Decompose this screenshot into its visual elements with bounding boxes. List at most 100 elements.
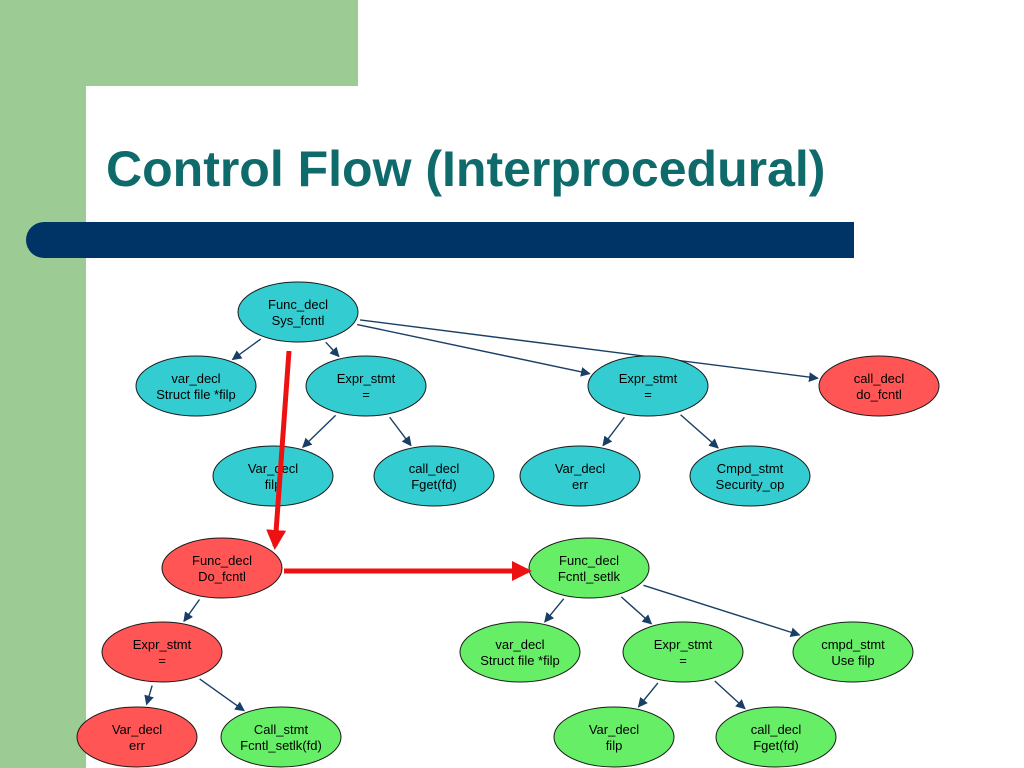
node-label-line1: var_decl [171, 371, 220, 386]
node-label-line1: Cmpd_stmt [717, 461, 784, 476]
node-ellipse [792, 621, 914, 683]
edge-n11-n14 [620, 596, 653, 625]
node-label-line1: Expr_stmt [337, 371, 396, 386]
edge-n10-n12 [183, 599, 201, 623]
node-label-line2: Struct file *filp [480, 653, 559, 668]
edge-n1-n5 [360, 319, 819, 382]
node-label-line2: filp [606, 738, 623, 753]
node-label-line1: cmpd_stmt [821, 637, 885, 652]
edge-n4-n8 [602, 416, 625, 447]
node-ellipse [373, 445, 495, 507]
node-n4: Expr_stmt= [587, 355, 709, 417]
node-label-line2: Fget(fd) [753, 738, 799, 753]
node-ellipse [135, 355, 257, 417]
node-label-line2: Do_fcntl [198, 569, 246, 584]
edge-n3-n6 [301, 414, 337, 448]
slide-title: Control Flow (Interprocedural) [106, 141, 826, 197]
node-label-line2: Use filp [831, 653, 874, 668]
node-label-line1: Func_decl [559, 553, 619, 568]
node-label-line1: Expr_stmt [619, 371, 678, 386]
node-label-line1: Var_decl [555, 461, 605, 476]
edge-n11-n15 [643, 584, 801, 637]
node-ellipse [553, 706, 675, 768]
node-label-line1: Var_decl [248, 461, 298, 476]
node-label-line2: Struct file *filp [156, 387, 235, 402]
node-label-line1: Call_stmt [254, 722, 309, 737]
node-label-line2: Sys_fcntl [272, 313, 325, 328]
node-label-line2: = [644, 387, 652, 402]
left-accent-bar [0, 0, 86, 768]
node-ellipse [237, 281, 359, 343]
node-label-line1: Expr_stmt [133, 637, 192, 652]
node-ellipse [101, 621, 223, 683]
node-label-line2: = [158, 653, 166, 668]
edge-n12-n17 [199, 678, 245, 712]
node-label-line1: Func_decl [192, 553, 252, 568]
edge-n14-n18 [637, 682, 659, 708]
flow-arrow-n1-n10 [266, 350, 292, 550]
node-ellipse [622, 621, 744, 683]
node-label-line1: Var_decl [112, 722, 162, 737]
node-ellipse [528, 537, 650, 599]
node-ellipse [459, 621, 581, 683]
node-label-line1: var_decl [495, 637, 544, 652]
node-ellipse [519, 445, 641, 507]
node-ellipse [587, 355, 709, 417]
node-ellipse [220, 706, 342, 768]
node-ellipse [818, 355, 940, 417]
flow-layer [266, 350, 532, 581]
edge-n4-n9 [680, 414, 719, 449]
node-n3: Expr_stmt= [305, 355, 427, 417]
node-ellipse [161, 537, 283, 599]
node-label-line2: = [362, 387, 370, 402]
node-ellipse [689, 445, 811, 507]
edge-n14-n19 [714, 680, 746, 710]
node-label-line2: Fget(fd) [411, 477, 457, 492]
node-n12: Expr_stmt= [101, 621, 223, 683]
edge-n1-n3 [325, 341, 340, 358]
node-label-line2: Fcntl_setlk [558, 569, 621, 584]
title-rule-bar [26, 222, 854, 258]
node-label-line2: do_fcntl [856, 387, 902, 402]
node-label-line2: Fcntl_setlk(fd) [240, 738, 322, 753]
edge-n1-n4 [357, 323, 591, 377]
node-label-line1: Expr_stmt [654, 637, 713, 652]
node-ellipse [715, 706, 837, 768]
node-n14: Expr_stmt= [622, 621, 744, 683]
node-ellipse [212, 445, 334, 507]
node-label-line2: err [129, 738, 146, 753]
edge-n11-n13 [544, 598, 565, 623]
edge-n12-n16 [144, 685, 154, 706]
node-ellipse [305, 355, 427, 417]
node-label-line2: Security_op [716, 477, 785, 492]
node-label-line1: call_decl [409, 461, 460, 476]
node-label-line1: Var_decl [589, 722, 639, 737]
node-ellipse [76, 706, 198, 768]
edge-n3-n7 [389, 416, 412, 447]
node-label-line1: call_decl [854, 371, 905, 386]
edges-layer [144, 319, 819, 712]
node-label-line1: Func_decl [268, 297, 328, 312]
node-label-line2: = [679, 653, 687, 668]
node-label-line1: call_decl [751, 722, 802, 737]
node-label-line2: err [572, 477, 589, 492]
top-accent-block [0, 0, 358, 86]
edge-n1-n2 [231, 338, 262, 361]
